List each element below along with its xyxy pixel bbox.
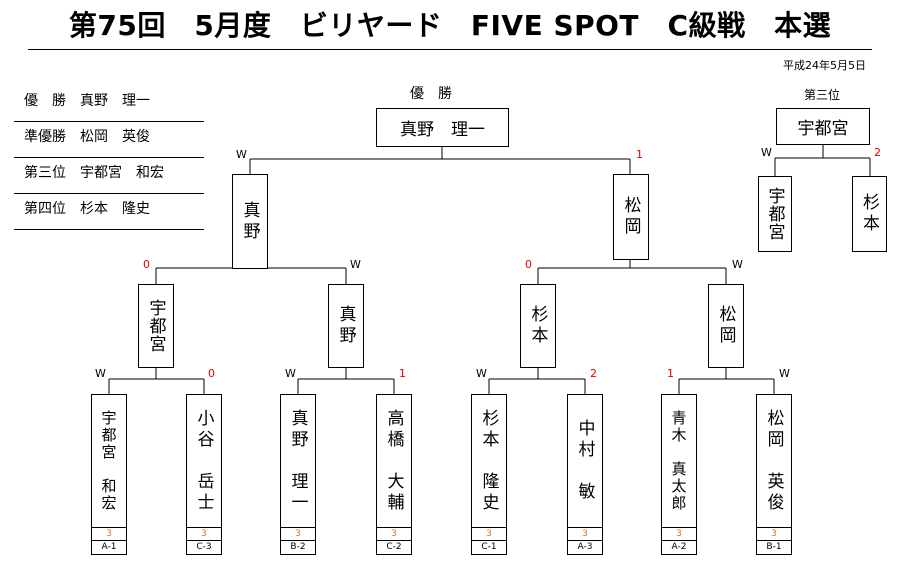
winner-caption: 優 勝 (410, 86, 452, 102)
semi1-right-box: 真野 (328, 284, 364, 368)
player-box-3: 真野 理一 (280, 394, 316, 527)
final-left-name: 真野 (239, 200, 260, 243)
third-right-box: 杉本 (852, 176, 887, 252)
races-5: 3 (472, 528, 506, 541)
final-left-box: 真野 (232, 174, 268, 269)
semi1-right-mark: W (350, 258, 361, 271)
semi2-left-mark: 0 (525, 258, 532, 271)
results-list: 優 勝 真野 理一 準優勝 松岡 英俊 第三位 宇都宮 和宏 第四位 杉本 隆史 (14, 86, 204, 230)
p8-mark: W (779, 367, 790, 380)
seed-2: C-3 (196, 542, 212, 552)
player-box-1: 宇都宮 和宏 (91, 394, 127, 527)
result-third: 第三位 宇都宮 和宏 (14, 158, 204, 194)
player-box-2: 小谷 岳士 (186, 394, 222, 527)
player-box-7: 青木 真太郎 (661, 394, 697, 527)
semi1-left-box: 宇都宮 (138, 284, 174, 368)
semi2-left-box: 杉本 (520, 284, 556, 368)
p4-mark: 1 (399, 367, 406, 380)
third-right-mark: 2 (874, 146, 881, 159)
races-8: 3 (757, 528, 791, 541)
semi2-right-box: 松岡 (708, 284, 744, 368)
title-underline (28, 49, 872, 50)
third-winner-box: 宇都宮 (776, 108, 870, 145)
result-fourth: 第四位 杉本 隆史 (14, 194, 204, 230)
third-right-name: 杉本 (859, 193, 879, 235)
player-name-6: 中村 敏 (574, 419, 595, 503)
seed-6: A-3 (577, 542, 593, 552)
semi1-right-name: 真野 (335, 305, 356, 347)
winner-name: 真野 理一 (400, 120, 485, 140)
player-box-8: 松岡 英俊 (756, 394, 792, 527)
races-6: 3 (568, 528, 602, 541)
player-name-5: 杉本 隆史 (478, 408, 499, 514)
result-runner-up: 準優勝 松岡 英俊 (14, 122, 204, 158)
races-7: 3 (662, 528, 696, 541)
p5-mark: W (476, 367, 487, 380)
p6-mark: 2 (590, 367, 597, 380)
semi2-right-name: 松岡 (715, 305, 736, 347)
p7-mark: 1 (667, 367, 674, 380)
semi1-left-mark: 0 (143, 258, 150, 271)
player-name-4: 高橋 大輔 (383, 408, 404, 514)
third-left-name: 宇都宮 (764, 187, 785, 241)
seed-7: A-2 (671, 542, 687, 552)
seed-5: C-1 (481, 542, 497, 552)
player-box-4: 高橋 大輔 (376, 394, 412, 527)
races-1: 3 (92, 528, 126, 541)
third-winner-name: 宇都宮 (797, 119, 849, 139)
p1-mark: W (95, 367, 106, 380)
p2-mark: 0 (208, 367, 215, 380)
player-name-1: 宇都宮 和宏 (99, 410, 118, 512)
final-right-box: 松岡 (613, 174, 649, 260)
p3-mark: W (285, 367, 296, 380)
third-left-mark: W (761, 146, 772, 159)
third-left-box: 宇都宮 (758, 176, 792, 252)
races-2: 3 (187, 528, 221, 541)
event-date: 平成24年5月5日 (783, 59, 866, 72)
player-box-5: 杉本 隆史 (471, 394, 507, 527)
result-champion: 優 勝 真野 理一 (14, 86, 204, 122)
final-right-mark: 1 (636, 148, 643, 161)
races-3: 3 (281, 528, 315, 541)
third-caption: 第三位 (804, 88, 841, 102)
seed-3: B-2 (290, 542, 306, 552)
page-title: 第75回 5月度 ビリヤード FIVE SPOT C級戦 本選 (68, 9, 832, 42)
semi2-left-name: 杉本 (527, 305, 548, 347)
seed-1: A-1 (101, 542, 117, 552)
races-4: 3 (377, 528, 411, 541)
final-right-name: 松岡 (620, 196, 641, 238)
player-name-7: 青木 真太郎 (669, 410, 688, 512)
semi1-left-name: 宇都宮 (145, 299, 166, 353)
player-box-6: 中村 敏 (567, 394, 603, 527)
semi2-right-mark: W (732, 258, 743, 271)
seed-8: B-1 (766, 542, 782, 552)
seed-4: C-2 (386, 542, 402, 552)
winner-box: 真野 理一 (376, 108, 509, 147)
player-name-3: 真野 理一 (287, 408, 308, 514)
final-left-mark: W (236, 148, 247, 161)
player-name-8: 松岡 英俊 (763, 408, 784, 514)
player-name-2: 小谷 岳士 (193, 408, 214, 514)
